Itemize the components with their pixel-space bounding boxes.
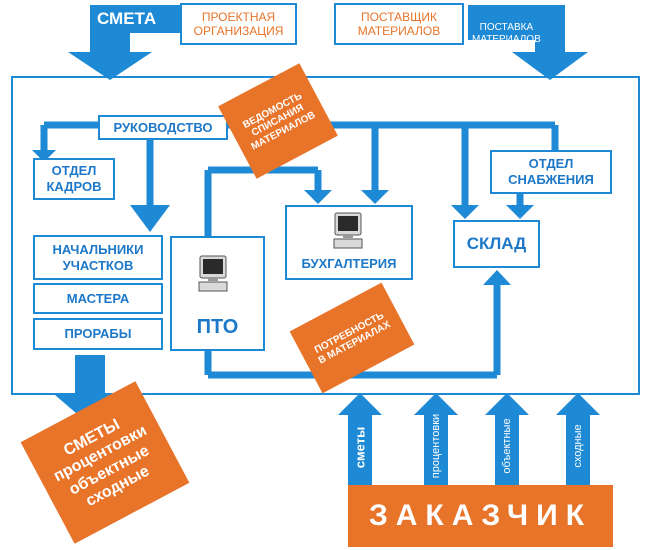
customer-arrow-label: объектные: [501, 418, 513, 474]
writeoff-note-label: ВЕДОМОСТЬ СПИСАНИЯ МАТЕРИАЛОВ: [241, 90, 318, 153]
smeta-arrow: [68, 5, 180, 80]
warehouse-label: СКЛАД: [466, 233, 527, 253]
customer-arrow-label: сходные: [572, 424, 584, 468]
smeta-label: СМЕТА: [97, 9, 157, 28]
foremen-label: ПРОРАБЫ: [64, 326, 132, 342]
estimates-note-label: СМЕТЫ процентовки объектные сходные: [51, 415, 153, 510]
project-organization-label: ПРОЕКТНАЯ ОРГАНИЗАЦИЯ: [193, 9, 284, 38]
computer-icon: [333, 212, 363, 249]
section-heads-label: НАЧАЛЬНИКИ УЧАСТКОВ: [52, 241, 144, 273]
customer-arrow-label: процентовки: [430, 413, 442, 479]
company-frame: [11, 76, 640, 395]
management-label: РУКОВОДСТВО: [113, 119, 213, 135]
supply-department-label: ОТДЕЛ СНАБЖЕНИЯ: [508, 156, 594, 187]
customer-label: ЗАКАЗЧИК: [368, 498, 593, 532]
accounting-label: БУХГАЛТЕРИЯ: [301, 256, 397, 272]
hr-department-label: ОТДЕЛ КАДРОВ: [46, 163, 102, 194]
material-need-note-label: ПОТРЕБНОСТЬ В МАТЕРИАЛАХ: [312, 309, 393, 367]
project-organization: ПРОЕКТНАЯ ОРГАНИЗАЦИЯ: [180, 3, 297, 45]
supply-arrow: [468, 5, 588, 80]
supply-department: ОТДЕЛ СНАБЖЕНИЯ: [490, 150, 612, 194]
pto-label: ПТО: [196, 316, 239, 338]
customer-arrow-label: сметы: [352, 426, 368, 469]
supply-label: ПОСТАВКА МАТЕРИАЛОВ: [472, 9, 541, 47]
customer: ЗАКАЗЧИК: [348, 485, 613, 547]
warehouse: СКЛАД: [453, 220, 540, 268]
material-supplier: ПОСТАВЩИК МАТЕРИАЛОВ: [334, 3, 464, 45]
masters: МАСТЕРА: [33, 283, 163, 314]
masters-label: МАСТЕРА: [66, 290, 130, 306]
material-supplier-label: ПОСТАВЩИК МАТЕРИАЛОВ: [357, 9, 441, 38]
hr-department: ОТДЕЛ КАДРОВ: [33, 158, 115, 200]
foremen: ПРОРАБЫ: [33, 318, 163, 350]
computer-icon: [198, 255, 228, 292]
supply-label-text: ПОСТАВКА МАТЕРИАЛОВ: [472, 21, 541, 46]
management: РУКОВОДСТВО: [98, 115, 228, 140]
section-heads: НАЧАЛЬНИКИ УЧАСТКОВ: [33, 235, 163, 280]
pto: ПТО: [170, 236, 265, 351]
